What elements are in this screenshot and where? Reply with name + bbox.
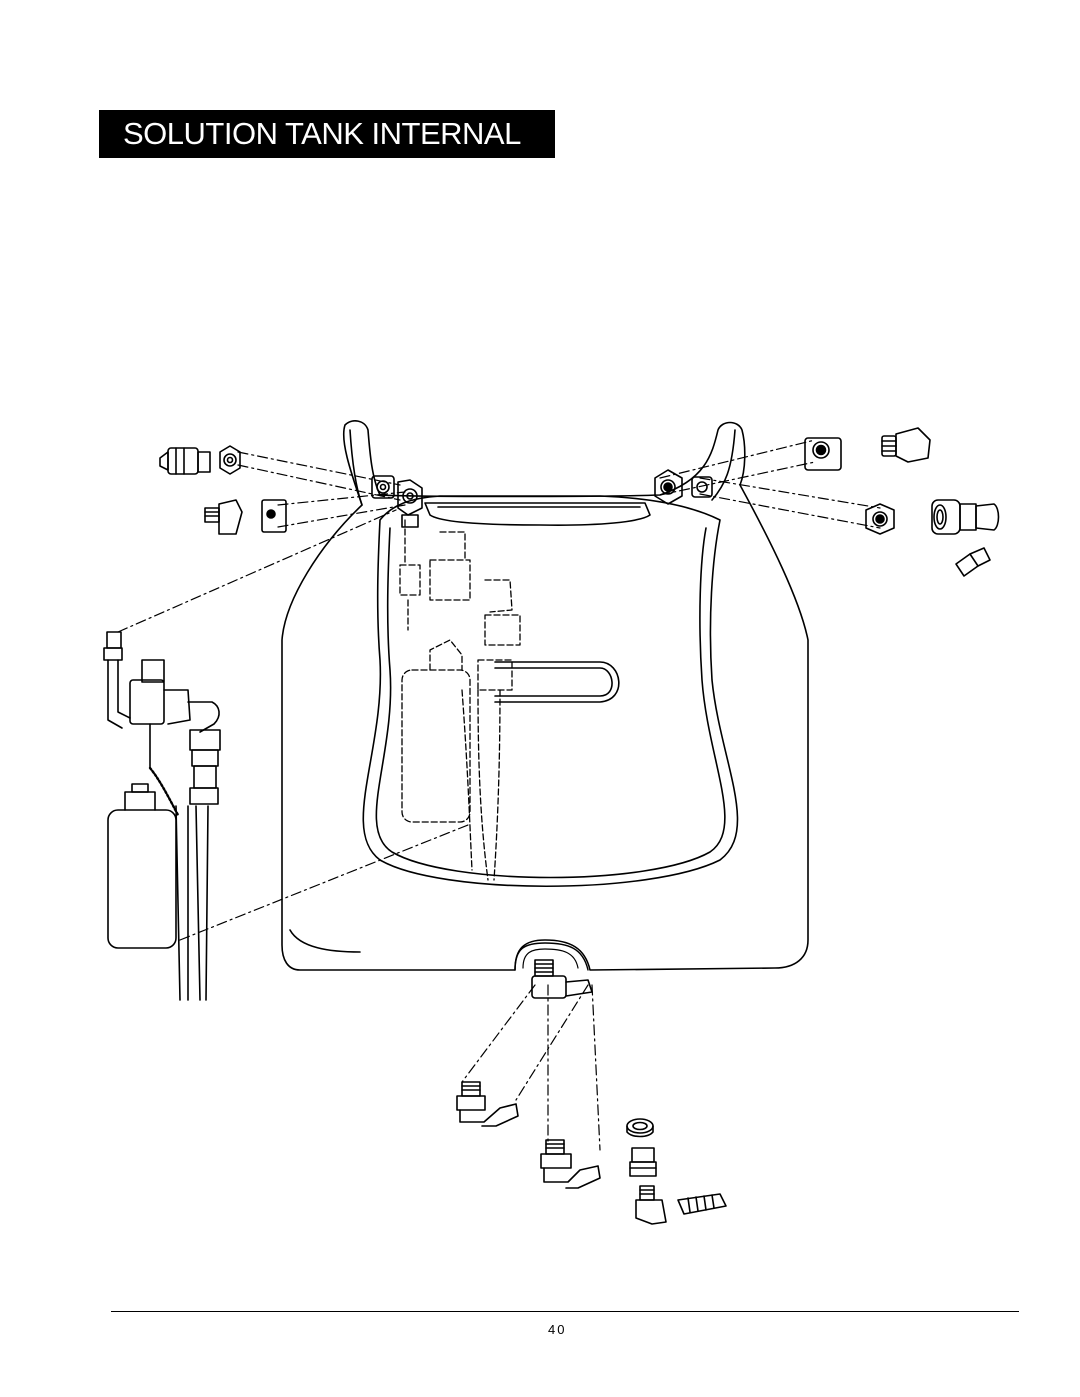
drain-outlet-fitting	[532, 960, 592, 998]
page-number: 40	[548, 1322, 567, 1337]
elbow-barb-fitting-a	[457, 1082, 518, 1126]
section-title: SOLUTION TANK INTERNAL	[123, 116, 521, 151]
hex-nut-fitting-left	[220, 446, 240, 474]
internal-assembly-phantom	[400, 520, 520, 880]
detergent-bottle-left	[108, 784, 176, 948]
footer-rule	[111, 1311, 1019, 1312]
square-plug-fitting-right	[805, 438, 841, 470]
leader-lines	[118, 440, 880, 1150]
square-plug-fitting-left	[262, 500, 286, 532]
elbow-fitting-left	[205, 500, 242, 534]
bulkhead-fitting	[630, 1148, 656, 1176]
threaded-hose-barb	[678, 1194, 726, 1214]
tank-valve-right	[655, 470, 712, 504]
quick-connect-coupler-right	[932, 500, 999, 534]
hex-nut-fitting-right	[866, 504, 894, 534]
valve-assembly-left	[104, 632, 220, 1000]
tank-valve-left	[372, 476, 422, 527]
section-title-bar: SOLUTION TANK INTERNAL	[99, 110, 555, 158]
lock-nut	[627, 1119, 653, 1137]
solution-tank-body	[282, 421, 808, 970]
elbow-barb-fitting-b	[541, 1140, 600, 1188]
threaded-nipple-right	[956, 548, 990, 576]
elbow-fitting-small	[636, 1186, 666, 1224]
adapter-fitting-right	[882, 428, 930, 462]
quick-connect-fitting-left	[160, 448, 210, 474]
internal-hose-loop	[495, 662, 619, 702]
bead-chain-left	[150, 768, 178, 815]
